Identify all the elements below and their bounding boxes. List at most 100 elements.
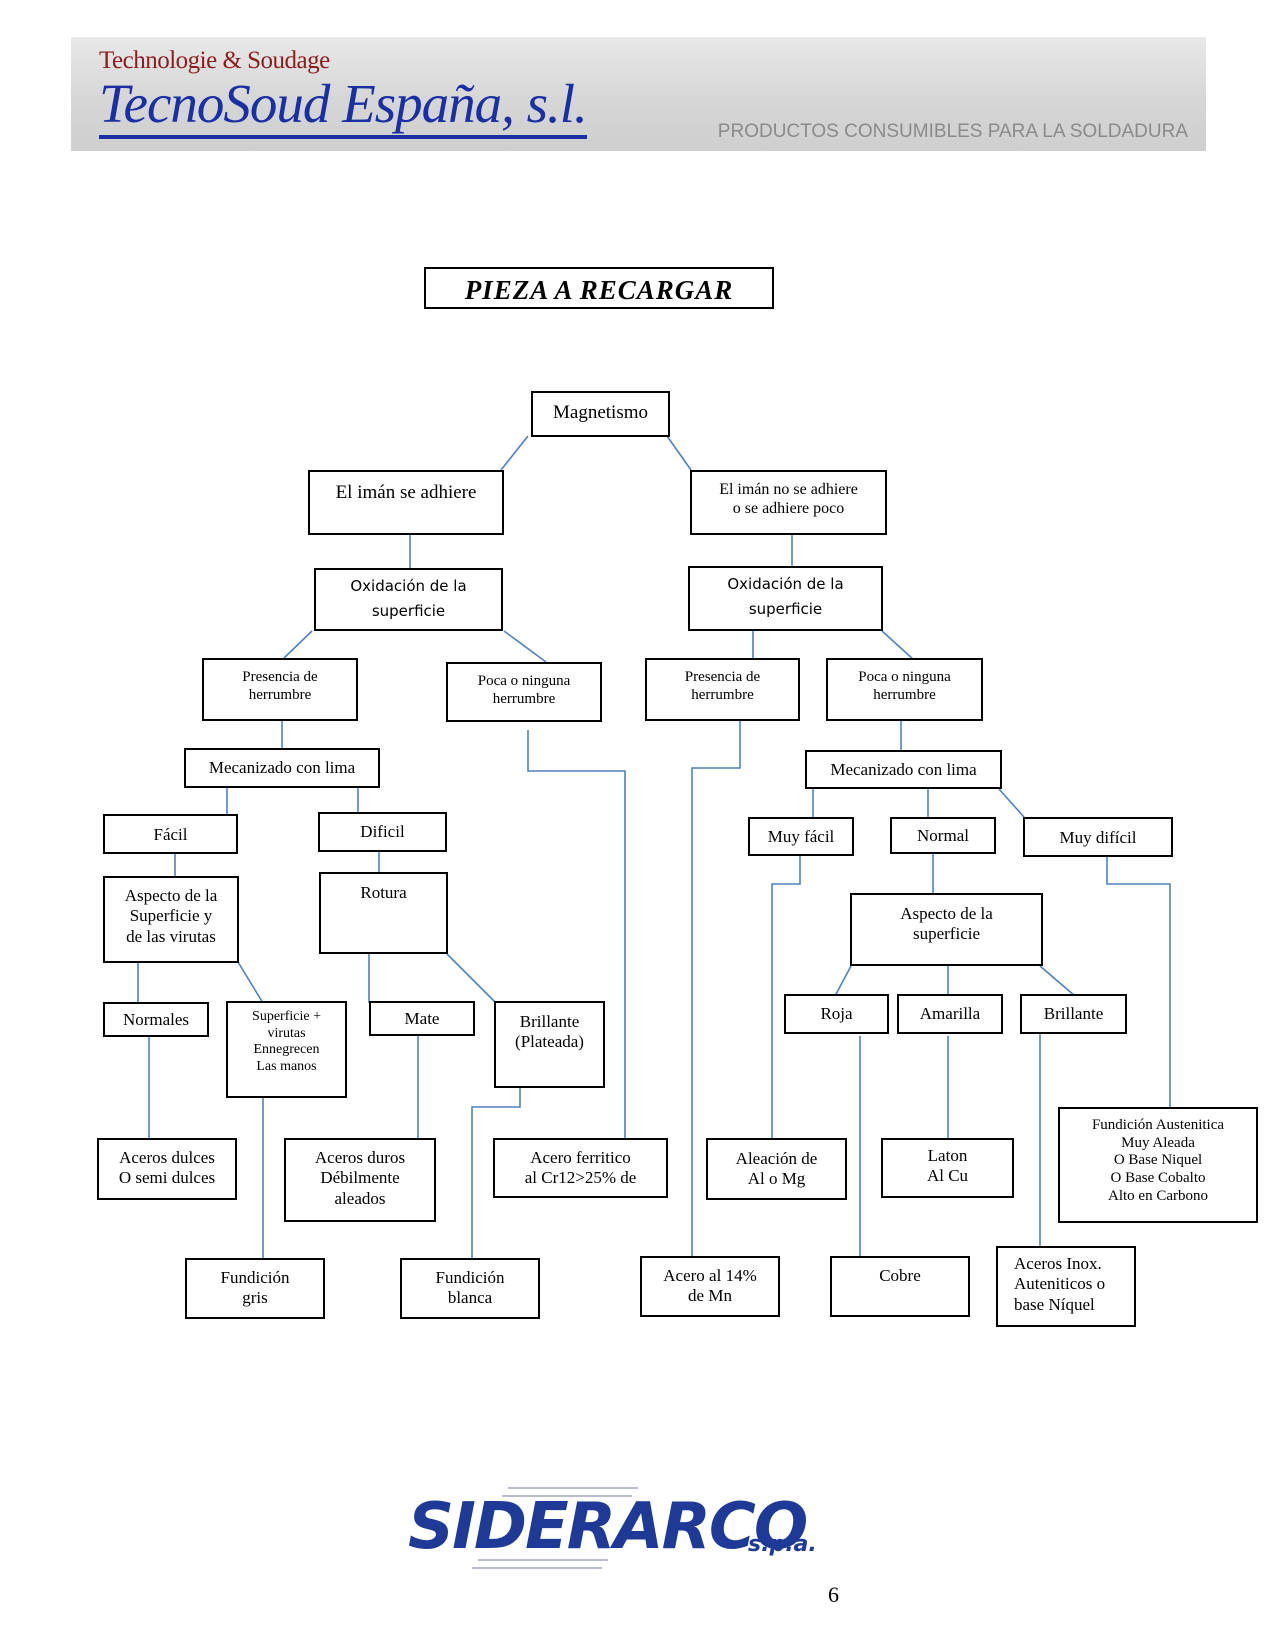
node-label: Poca o ninguna: [477, 673, 571, 689]
node-label: blanca: [447, 1288, 493, 1308]
node-muy-facil: Muy fácil: [748, 817, 854, 856]
brand-name: TecnoSoud España, s.l.: [99, 73, 588, 139]
node-label: Débilmente: [320, 1168, 400, 1188]
connector: [1106, 854, 1171, 1107]
node-mate: Mate: [369, 1001, 475, 1036]
node-label: Dificil: [360, 822, 405, 841]
node-label: Al Cu: [926, 1166, 969, 1186]
page-number: 6: [828, 1582, 839, 1607]
logo-stripes-icon: [472, 1487, 638, 1569]
node-label: Laton: [927, 1146, 968, 1165]
connector: [471, 1087, 521, 1258]
node-label: (Plateada): [515, 1032, 584, 1052]
node-label: Normales: [122, 1010, 190, 1029]
node-label: Magnetismo: [553, 402, 648, 423]
page-title: PIEZA A RECARGAR: [424, 267, 774, 309]
connector: [500, 435, 529, 471]
node-label: Mate: [404, 1009, 440, 1028]
node-presencia-right: Presencia de herrumbre: [645, 658, 800, 721]
node-label: de las virutas: [126, 926, 216, 946]
node-label: Normal: [917, 826, 969, 845]
node-label: Presencia de: [242, 669, 318, 685]
node-label: superficie: [912, 924, 981, 944]
siderarco-logo: SIDERARCO s.p.a.: [408, 1482, 817, 1572]
node-label: Mecanizado con lima: [208, 758, 356, 777]
connector: [237, 961, 264, 1004]
node-label: Acero al 14%: [663, 1266, 757, 1285]
node-label: Aceros dulces: [119, 1148, 215, 1167]
connector: [834, 965, 852, 997]
node-label: gris: [242, 1288, 268, 1308]
node-muy-dificil: Muy difícil: [1023, 817, 1173, 857]
node-mecanizado-left: Mecanizado con lima: [184, 748, 380, 788]
node-label: Fundición: [435, 1268, 505, 1287]
node-label: El imán se adhiere: [335, 482, 477, 503]
node-label: Aceros Inox.: [1014, 1254, 1102, 1273]
node-rotura: Rotura: [319, 872, 448, 954]
node-label: O Base Cobalto: [1110, 1170, 1206, 1187]
node-label: Aspecto de la: [900, 904, 993, 923]
connector: [527, 730, 626, 1140]
node-label: herrumbre: [691, 687, 754, 703]
logo-suffix: s.p.a.: [748, 1532, 817, 1557]
node-magnetismo: Magnetismo: [531, 391, 670, 437]
node-cobre: Cobre: [830, 1256, 970, 1317]
connector: [1039, 965, 1076, 997]
node-label: O semi dulces: [118, 1168, 216, 1188]
node-label: superficie: [748, 599, 823, 618]
node-label: Oxidación de la: [350, 577, 467, 595]
connector: [881, 630, 915, 661]
connector: [998, 788, 1025, 818]
node-label: Fundición: [220, 1268, 290, 1287]
logo-text: SIDERARCO: [408, 1490, 808, 1564]
connector: [666, 435, 692, 471]
node-label: Muy fácil: [767, 827, 835, 846]
node-label: virutas: [267, 1025, 306, 1041]
node-normal: Normal: [890, 817, 996, 854]
node-label: Oxidación de la: [727, 575, 844, 593]
connector: [503, 630, 547, 663]
node-label: Rotura: [360, 883, 407, 902]
connector: [446, 953, 497, 1004]
node-facil: Fácil: [103, 814, 238, 854]
node-label: Superficie +: [252, 1009, 321, 1024]
connector: [771, 854, 801, 1140]
node-label: Al o Mg: [747, 1169, 806, 1189]
node-label: Poca o ninguna: [858, 669, 951, 685]
node-label: aleados: [334, 1188, 386, 1208]
node-oxidacion-right: Oxidación de la superficie: [688, 566, 883, 631]
node-label: Auteniticos o: [1014, 1274, 1106, 1294]
node-amarilla: Amarilla: [897, 994, 1003, 1034]
connector: [283, 630, 313, 659]
node-label: Roja: [820, 1004, 853, 1023]
node-acero-mn: Acero al 14%de Mn: [640, 1256, 780, 1317]
node-label: Ennegrecen: [253, 1042, 320, 1058]
node-label: Presencia de: [684, 669, 761, 685]
node-label: Las manos: [256, 1058, 317, 1074]
node-label: Acero ferritico: [530, 1148, 631, 1167]
brand-tagline: PRODUCTOS CONSUMIBLES PARA LA SOLDADURA: [717, 121, 1188, 142]
node-label: Brillante: [519, 1012, 580, 1031]
node-label: Mecanizado con lima: [830, 760, 977, 779]
node-label: O Base Niquel: [1113, 1152, 1203, 1169]
node-roja: Roja: [784, 994, 889, 1034]
node-label: Amarilla: [919, 1004, 981, 1023]
node-iman-adhiere: El imán se adhiere: [308, 470, 504, 535]
node-mecanizado-right: Mecanizado con lima: [805, 750, 1002, 789]
node-label: Aleación de: [735, 1149, 818, 1168]
node-label: de Mn: [688, 1286, 732, 1306]
